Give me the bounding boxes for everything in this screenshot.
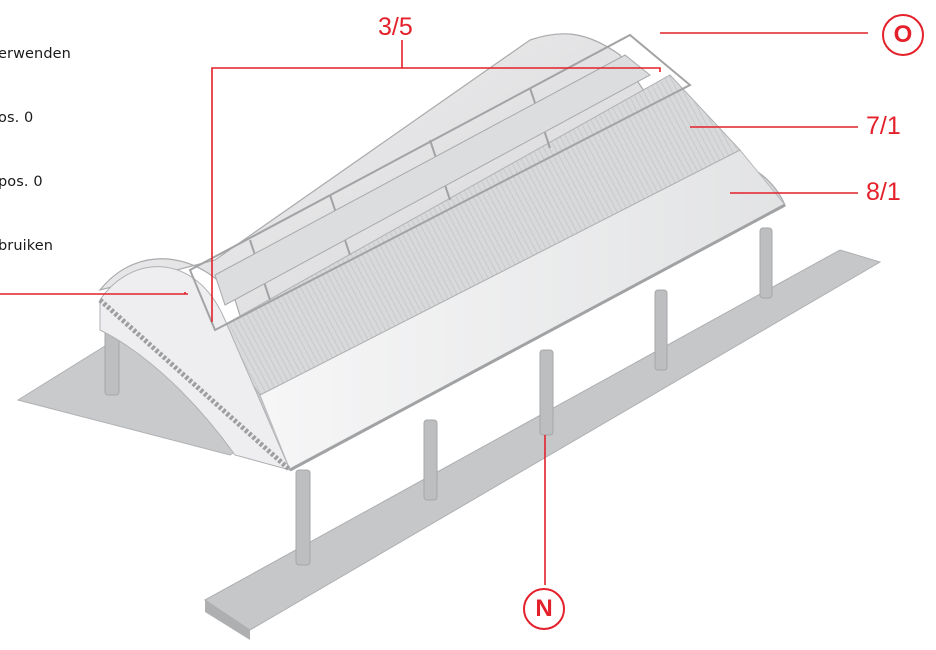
callout-label-3-5: 3/5 <box>378 13 413 41</box>
front-columns <box>104 227 773 566</box>
instruction-note-3: pos. 0 <box>0 174 43 190</box>
lattice-edge <box>98 298 292 472</box>
instruction-note-2: os. 0 <box>0 110 34 126</box>
circle-tag-n: N <box>523 588 565 630</box>
roof-end-arch <box>99 266 291 471</box>
instruction-note-4: bruiken <box>0 238 54 254</box>
callout-label-8-1: 8/1 <box>866 178 901 206</box>
circle-tag-o: O <box>882 14 924 56</box>
instruction-note-1: erwenden <box>0 46 71 62</box>
callout-lines <box>0 32 868 585</box>
callout-label-7-1: 7/1 <box>866 112 901 140</box>
